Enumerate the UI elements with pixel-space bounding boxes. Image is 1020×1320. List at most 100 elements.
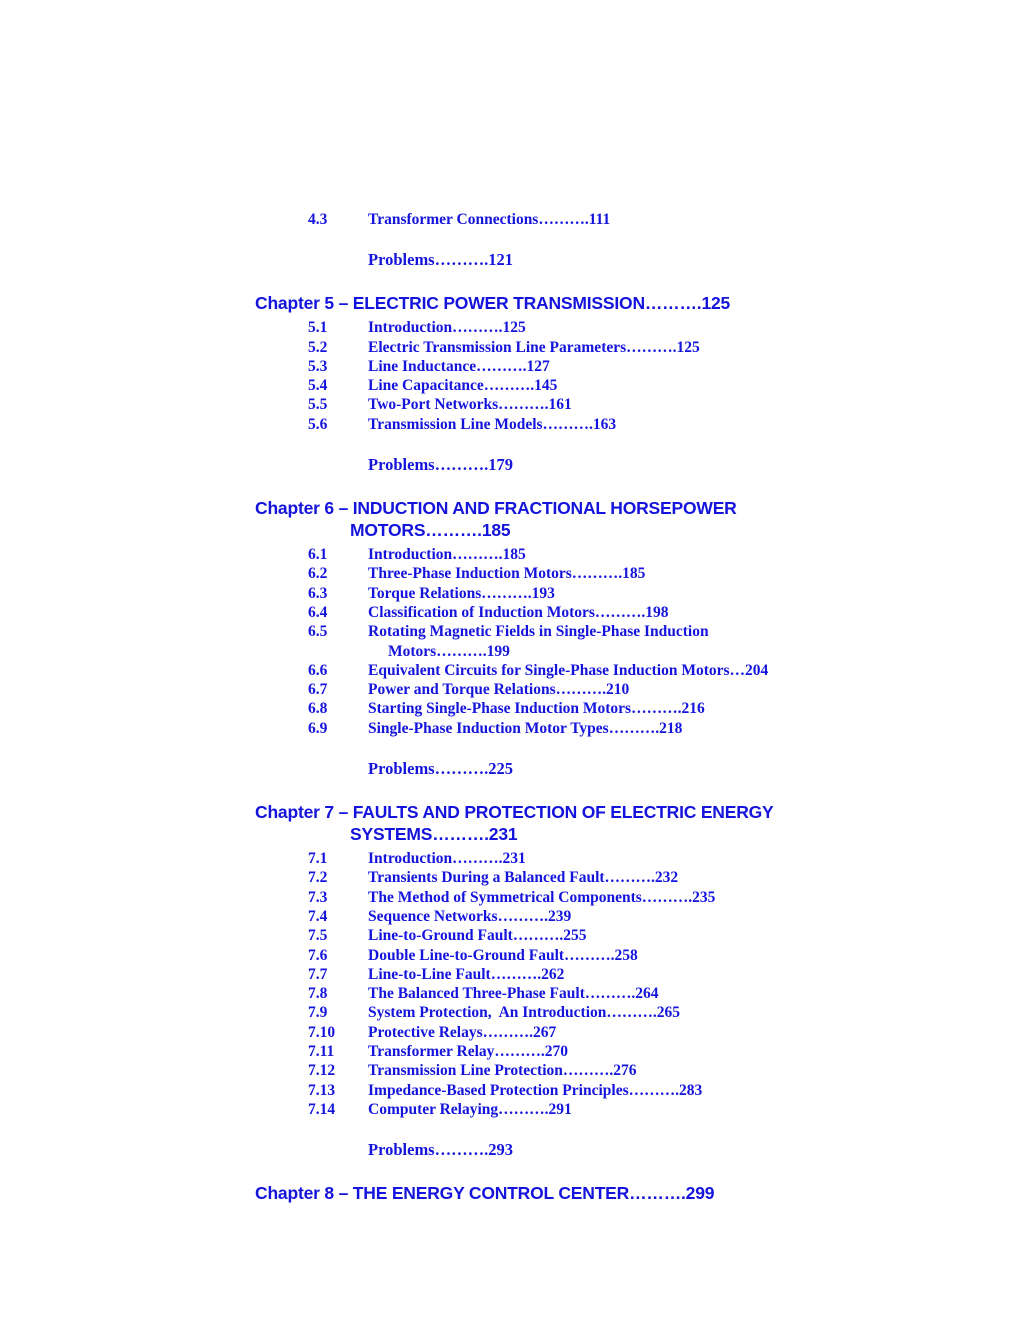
toc-entry-title: Torque Relations……….193 — [368, 584, 555, 602]
toc-entry-number: 5.2 — [308, 338, 328, 356]
toc-entry-number: 6.2 — [308, 565, 328, 583]
toc-entry-number: 5.3 — [308, 357, 328, 375]
toc-entry[interactable]: 6.7 Power and Torque Relations……….210 — [0, 680, 1020, 699]
toc-entry[interactable]: 5.2 Electric Transmission Line Parameters… — [0, 338, 1020, 357]
toc-entry[interactable]: 6.1 Introduction……….185 — [0, 545, 1020, 564]
toc-entry[interactable]: 7.3 The Method of Symmetrical Components…… — [0, 888, 1020, 907]
toc-entry-number: 7.8 — [308, 985, 328, 1003]
toc-entry-number: 6.1 — [308, 546, 328, 564]
toc-entry-number: 7.4 — [308, 907, 328, 925]
toc-entry[interactable]: 7.12 Transmission Line Protection……….276 — [0, 1061, 1020, 1080]
toc-entry[interactable]: 7.1 Introduction……….231 — [0, 849, 1020, 868]
toc-entry-title: Starting Single-Phase Induction Motors……… — [368, 700, 705, 718]
problems-entry[interactable]: Problems……….225 — [368, 759, 513, 779]
toc-entry-title: Power and Torque Relations……….210 — [368, 681, 630, 699]
toc-entry-number: 7.6 — [308, 946, 328, 964]
toc-entry[interactable]: 7.7 Line-to-Line Fault……….262 — [0, 965, 1020, 984]
toc-entry[interactable]: 6.3 Torque Relations……….193 — [0, 584, 1020, 603]
toc-entry[interactable]: 5.4 Line Capacitance……….145 — [0, 376, 1020, 395]
toc-entry-number: 7.1 — [308, 850, 328, 868]
toc-entry-number: 5.6 — [308, 415, 328, 433]
toc-entry-number: 7.13 — [308, 1081, 336, 1099]
toc-entry-title: Rotating Magnetic Fields in Single-Phase… — [368, 622, 1020, 661]
toc-entry-title: Classification of Induction Motors……….19… — [368, 603, 669, 621]
chapter-heading-continuation: MOTORS……….185 — [350, 520, 511, 541]
toc-entry[interactable]: 7.6 Double Line-to-Ground Fault……….258 — [0, 946, 1020, 965]
problems-entry[interactable]: Problems……….179 — [368, 455, 513, 475]
toc-entry[interactable]: 7.5 Line-to-Ground Fault……….255 — [0, 926, 1020, 945]
toc-entry[interactable]: 7.10 Protective Relays……….267 — [0, 1023, 1020, 1042]
toc-entry-number: 5.1 — [308, 319, 328, 337]
toc-entry-title: The Balanced Three-Phase Fault……….264 — [368, 985, 659, 1003]
toc-entry[interactable]: 5.3 Line Inductance……….127 — [0, 357, 1020, 376]
toc-entry[interactable]: 5.1 Introduction……….125 — [0, 318, 1020, 337]
toc-entry-title: Line Inductance……….127 — [368, 357, 550, 375]
toc-entry-number: 6.3 — [308, 584, 328, 602]
toc-entry-title: Transformer Relay……….270 — [368, 1043, 569, 1061]
toc-entry-title: Impedance-Based Protection Principles………… — [368, 1081, 703, 1099]
toc-entry-title: Transmission Line Protection……….276 — [368, 1062, 637, 1080]
chapter-list: Chapter 5 – ELECTRIC POWER TRANSMISSION…… — [0, 292, 1020, 1204]
toc-entry-title: Protective Relays……….267 — [368, 1023, 557, 1041]
toc-entry-number: 6.6 — [308, 661, 328, 679]
toc-entry-title: Line Capacitance……….145 — [368, 377, 558, 395]
toc-entry-title: Line-to-Line Fault……….262 — [368, 965, 565, 983]
toc-entry-title: System Protection, An Introduction……….26… — [368, 1004, 681, 1022]
toc-entry[interactable]: 7.9 System Protection, An Introduction………… — [0, 1003, 1020, 1022]
toc-entry-title: Equivalent Circuits for Single-Phase Ind… — [368, 661, 769, 679]
toc-entry-number: 7.9 — [308, 1004, 328, 1022]
toc-entry-title: Electric Transmission Line Parameters………… — [368, 338, 700, 356]
toc-entry[interactable]: 7.13 Impedance-Based Protection Principle… — [0, 1081, 1020, 1100]
toc-entry[interactable]: 7.11 Transformer Relay……….270 — [0, 1042, 1020, 1061]
toc-entry-title-continuation: Motors……….199 — [388, 642, 510, 660]
toc-entry-number: 5.4 — [308, 377, 328, 395]
problems-entry[interactable]: Problems……….293 — [368, 1140, 513, 1160]
toc-entry[interactable]: 4.3 Transformer Connections……….111 — [0, 210, 1020, 229]
toc-entry-number: 7.10 — [308, 1023, 336, 1041]
toc-entry-number: 4.3 — [308, 211, 328, 228]
toc-entry-number: 5.5 — [308, 396, 328, 414]
toc-entry[interactable]: 7.14 Computer Relaying……….291 — [0, 1100, 1020, 1119]
toc-entry-title: Two-Port Networks……….161 — [368, 396, 572, 414]
toc-entry-number: 7.7 — [308, 965, 328, 983]
toc-entry-number: 7.12 — [308, 1062, 336, 1080]
toc-entry-title: Three-Phase Induction Motors……….185 — [368, 565, 646, 583]
toc-entry-number: 6.8 — [308, 700, 328, 718]
toc-entry[interactable]: 6.8 Starting Single-Phase Induction Motor… — [0, 699, 1020, 718]
toc-entry-title: Introduction……….125 — [368, 319, 526, 337]
toc-entry[interactable]: 5.5 Two-Port Networks……….161 — [0, 395, 1020, 414]
toc-entry-number: 6.5 — [308, 623, 328, 641]
chapter-heading[interactable]: Chapter 7 – FAULTS AND PROTECTION OF ELE… — [0, 801, 1020, 845]
toc-entry-title: Double Line-to-Ground Fault……….258 — [368, 946, 638, 964]
chapter-heading[interactable]: Chapter 5 – ELECTRIC POWER TRANSMISSION…… — [255, 293, 731, 314]
chapter-heading[interactable]: Chapter 8 – THE ENERGY CONTROL CENTER………… — [255, 1183, 715, 1204]
toc-entry[interactable]: 6.2 Three-Phase Induction Motors……….185 — [0, 564, 1020, 583]
toc-entry-number: 7.14 — [308, 1100, 336, 1118]
toc-entry-title: Single-Phase Induction Motor Types……….21… — [368, 719, 683, 737]
chapter-heading-continuation: SYSTEMS……….231 — [350, 824, 518, 845]
problems-entry[interactable]: Problems……….121 — [368, 250, 513, 270]
toc-entry-number: 7.5 — [308, 927, 328, 945]
chapter-heading[interactable]: Chapter 6 – INDUCTION AND FRACTIONAL HOR… — [0, 497, 1020, 541]
toc-entry-number: 7.2 — [308, 869, 328, 887]
toc-entry-title: Introduction……….231 — [368, 850, 526, 868]
toc-entry-number: 7.3 — [308, 888, 328, 906]
toc-entry[interactable]: 7.2 Transients During a Balanced Fault………… — [0, 868, 1020, 887]
toc-entry-title: Introduction……….185 — [368, 546, 526, 564]
toc-entry-title: Line-to-Ground Fault……….255 — [368, 927, 587, 945]
toc-entry[interactable]: 6.5 Rotating Magnetic Fields in Single-Ph… — [0, 622, 1020, 661]
toc-entry-title: Computer Relaying……….291 — [368, 1100, 572, 1118]
toc-entry[interactable]: 7.4 Sequence Networks……….239 — [0, 907, 1020, 926]
toc-entry-title: The Method of Symmetrical Components……….… — [368, 888, 716, 906]
table-of-contents: 4.3 Transformer Connections……….111 Probl… — [0, 210, 1020, 1208]
toc-entry-title: Transients During a Balanced Fault……….23… — [368, 869, 679, 887]
toc-entry[interactable]: 7.8 The Balanced Three-Phase Fault……….264 — [0, 984, 1020, 1003]
toc-entry-number: 7.11 — [308, 1043, 335, 1061]
toc-entry[interactable]: 6.4 Classification of Induction Motors………… — [0, 603, 1020, 622]
toc-entry-number: 6.7 — [308, 681, 328, 699]
toc-entry-title: Sequence Networks……….239 — [368, 907, 572, 925]
toc-entry-number: 6.4 — [308, 603, 328, 621]
toc-entry[interactable]: 6.6 Equivalent Circuits for Single-Phase … — [0, 661, 1020, 680]
